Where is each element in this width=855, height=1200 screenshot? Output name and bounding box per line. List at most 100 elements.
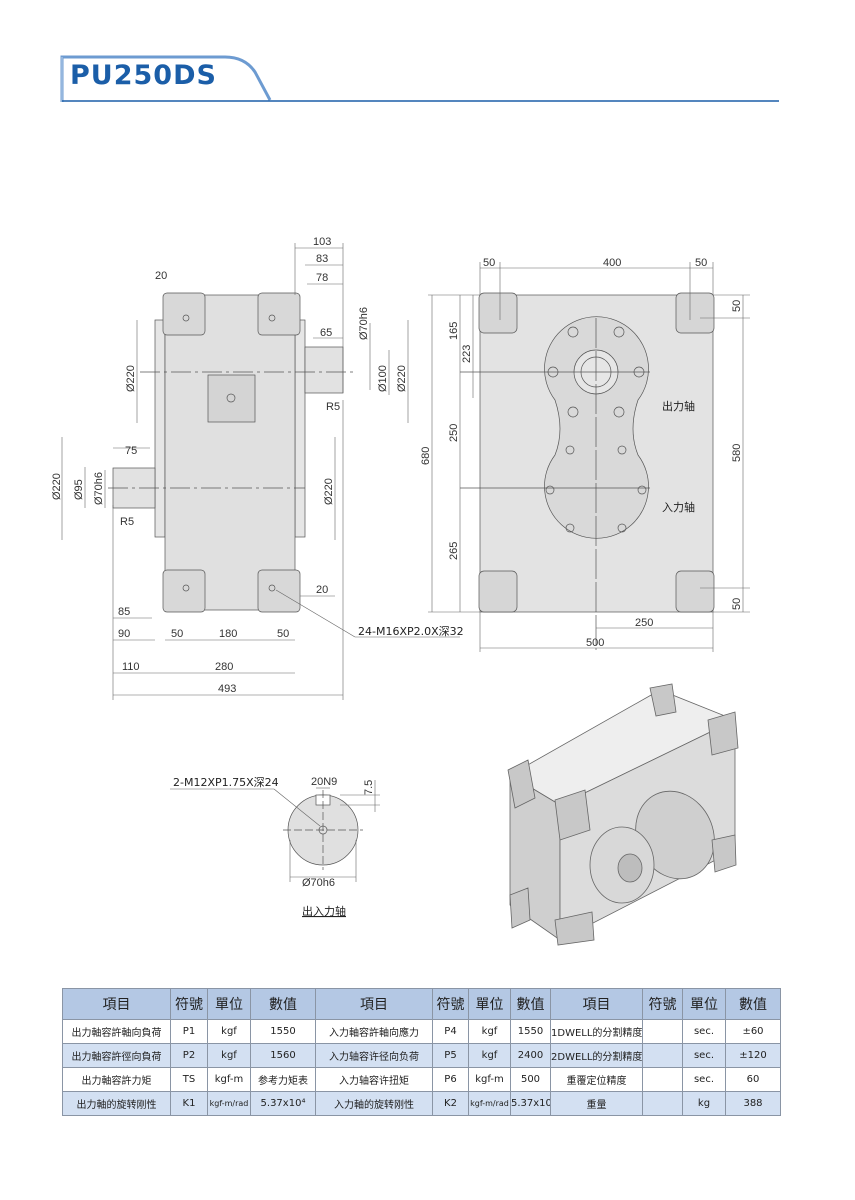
dim-label: Ø220 [323,478,335,505]
column-header: 項目 [550,988,643,1020]
table-cell: 重量 [550,1091,643,1116]
table-cell [642,1091,683,1116]
model-title: PU250DS [70,60,217,91]
dim-label: Ø70h6 [358,307,370,340]
table-cell: kgf [207,1019,251,1044]
dim-label: 500 [586,637,604,649]
shaft-caption: 出入力轴 [302,904,346,918]
table-cell: 入力軸容許軸向應力 [315,1019,433,1044]
dim-label: 50 [731,598,743,610]
table-cell: P2 [170,1043,208,1068]
column-header: 數值 [725,988,781,1020]
table-cell: 出力軸的旋转刚性 [62,1091,171,1116]
table-cell: 60 [725,1067,781,1092]
table-cell: kgf-m [468,1067,511,1092]
dim-label: 580 [731,444,743,462]
key-depth-label: 7.5 [363,780,375,795]
table-cell: kg [682,1091,726,1116]
dim-label: R5 [120,516,134,528]
table-cell: kgf [207,1043,251,1068]
input-shaft-label: 入力轴 [662,500,695,514]
table-cell: 重覆定位精度 [550,1067,643,1092]
column-header: 符號 [170,988,208,1020]
column-header: 符號 [432,988,469,1020]
table-cell: 5.37x10⁴ [250,1091,316,1116]
dim-label: 50 [695,257,707,269]
dim-label: 180 [219,628,237,640]
dim-label: 78 [316,272,328,284]
table-cell: P5 [432,1043,469,1068]
table-header-row: 項目符號單位數值項目符號單位數值項目符號單位數值 [62,988,781,1020]
tap-note: 2-M12XP1.75X深24 [173,776,279,789]
dim-label: 75 [125,445,137,457]
table-cell: sec. [682,1019,726,1044]
dim-label: 90 [118,628,130,640]
table-cell: 1560 [250,1043,316,1068]
table-cell [642,1043,683,1068]
dim-label: 165 [448,322,460,340]
output-shaft-label: 出力轴 [662,399,695,413]
dim-label: Ø95 [73,479,85,500]
table-cell: ±60 [725,1019,781,1044]
table-cell: 出力軸容許力矩 [62,1067,171,1092]
dim-label: 50 [483,257,495,269]
dim-label: 50 [277,628,289,640]
table-cell: 2DWELL的分割精度 [550,1043,643,1068]
dim-label: 85 [118,606,130,618]
shaft-detail: 2-M12XP1.75X深24 20N9 7.5 Ø70h6 出入力轴 [170,776,380,918]
table-cell: kgf-m [207,1067,251,1092]
dim-label: 50 [731,300,743,312]
table-cell: 出力軸容許徑向負荷 [62,1043,171,1068]
table-cell: sec. [682,1067,726,1092]
key-width-label: 20N9 [311,776,337,788]
table-cell: 入力轴容许扭矩 [315,1067,433,1092]
dim-label: 250 [448,424,460,442]
column-header: 符號 [642,988,683,1020]
dim-label: 20 [155,270,167,282]
tap-note: 24-M16XP2.0X深32 [358,625,464,638]
table-cell: TS [170,1067,208,1092]
dim-label: 65 [320,327,332,339]
header-banner [60,55,779,102]
column-header: 項目 [315,988,433,1020]
column-header: 單位 [207,988,251,1020]
table-cell: ±120 [725,1043,781,1068]
dim-label: Ø220 [51,473,63,500]
table-cell: kgf [468,1043,511,1068]
table-cell: kgf-m/rad [207,1091,251,1116]
dim-label: Ø100 [377,365,389,392]
dim-label: 223 [461,345,473,363]
dim-label: Ø70h6 [93,472,105,505]
table-cell: K2 [432,1091,469,1116]
dim-label: 103 [313,236,331,248]
dim-label: 110 [122,661,140,673]
table-cell: P6 [432,1067,469,1092]
dim-label: 250 [635,617,653,629]
dim-label: Ø220 [125,365,137,392]
dim-label: Ø220 [396,365,408,392]
table-cell: P1 [170,1019,208,1044]
diameter-label: Ø70h6 [302,877,335,889]
table-cell: kgf [468,1019,511,1044]
table-cell: kgf-m/rad [468,1091,511,1116]
table-cell: 1550 [510,1019,551,1044]
dim-label: 280 [215,661,233,673]
top-view: 50 400 50 50 165 223 680 250 265 580 50 … [420,257,750,652]
table-cell: 1DWELL的分割精度 [550,1019,643,1044]
table-cell: 入力轴容许径向负荷 [315,1043,433,1068]
dim-label: 680 [420,447,432,465]
isometric-view [507,683,739,946]
table-cell [642,1067,683,1092]
table-cell: 500 [510,1067,551,1092]
dim-label: 265 [448,542,460,560]
table-cell: 参考力矩表 [250,1067,316,1092]
dim-label: R5 [326,401,340,413]
table-cell: 2400 [510,1043,551,1068]
table-cell: 1550 [250,1019,316,1044]
column-header: 數值 [510,988,551,1020]
table-cell: P4 [432,1019,469,1044]
